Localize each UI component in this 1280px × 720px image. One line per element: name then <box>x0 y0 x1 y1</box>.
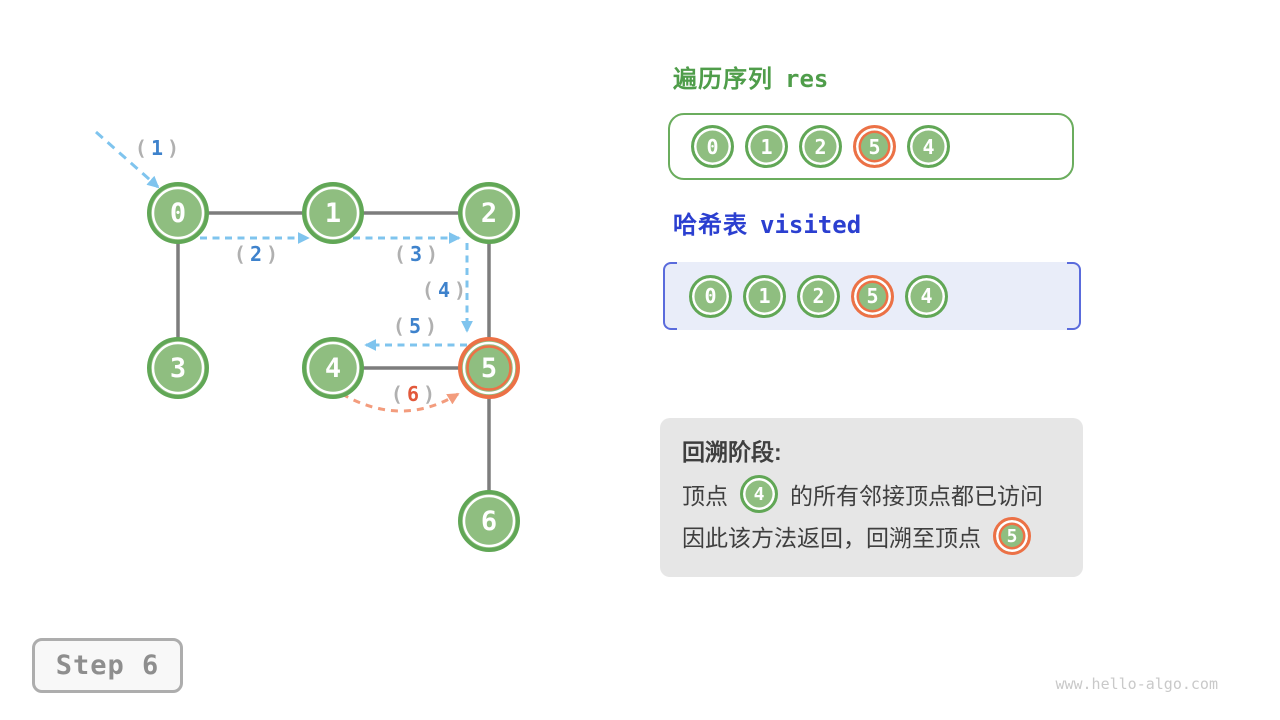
step-label-6: (6) <box>391 382 435 406</box>
res-sequence-box: 0 1 2 5 4 <box>668 113 1074 180</box>
step-badge: Step 6 <box>32 638 183 693</box>
info-line2-before: 顶点 <box>682 483 728 509</box>
node-6: 6 <box>458 490 520 552</box>
visited-item-0: 0 <box>689 274 732 318</box>
svg-text:3: 3 <box>170 353 186 384</box>
info-line2-after: 的所有邻接顶点都已访问 <box>790 483 1043 509</box>
info-line-2: 顶点 4 的所有邻接顶点都已访问 <box>682 473 1063 515</box>
graph-nodes: 0 1 2 3 4 5 <box>147 182 520 552</box>
res-item-4: 4 <box>907 125 950 168</box>
traversal-arrows <box>95 130 473 413</box>
res-item-1: 1 <box>745 125 788 168</box>
info-node-4-chip: 4 <box>740 475 778 513</box>
left-bracket-icon <box>663 262 677 330</box>
step-order-labels: (1) (2) (3) (4) (5) (6) <box>135 136 466 406</box>
svg-text:5: 5 <box>481 353 497 384</box>
backtrack-arrow-6 <box>341 392 460 413</box>
step-label-3: (3) <box>394 242 438 266</box>
watermark: www.hello-algo.com <box>1055 675 1218 693</box>
svg-text:4: 4 <box>325 353 341 384</box>
res-item-0: 0 <box>691 125 734 168</box>
node-0: 0 <box>147 182 209 244</box>
visited-item-3-highlighted: 5 <box>851 274 894 318</box>
step-label-2: (2) <box>234 242 278 266</box>
node-5-highlighted: 5 <box>458 337 520 399</box>
node-3: 3 <box>147 337 209 399</box>
visited-hash-box: 0 1 2 5 4 <box>663 262 1081 330</box>
svg-text:6: 6 <box>481 506 497 537</box>
res-title-cn: 遍历序列 <box>673 66 773 93</box>
res-item-2: 2 <box>799 125 842 168</box>
info-node-5-chip-highlighted: 5 <box>993 517 1031 555</box>
step-label-5: (5) <box>393 314 437 338</box>
node-2: 2 <box>458 182 520 244</box>
right-bracket-icon <box>1067 262 1081 330</box>
visited-panel-title: 哈希表 visited <box>673 205 861 240</box>
traversal-arrow-1 <box>95 130 160 189</box>
visited-item-1: 1 <box>743 274 786 318</box>
res-item-3-highlighted: 5 <box>853 125 896 168</box>
visited-item-4: 4 <box>905 274 948 318</box>
node-4: 4 <box>302 337 364 399</box>
node-1: 1 <box>302 182 364 244</box>
visited-title-cn: 哈希表 <box>673 212 748 239</box>
visited-item-2: 2 <box>797 274 840 318</box>
res-panel-title: 遍历序列 res <box>673 59 828 94</box>
info-line-3: 因此该方法返回，回溯至顶点 5 <box>682 515 1063 557</box>
svg-text:0: 0 <box>170 198 186 229</box>
info-title: 回溯阶段: <box>682 439 782 465</box>
step-label-1: (1) <box>135 136 179 160</box>
info-line3-before: 因此该方法返回，回溯至顶点 <box>682 525 981 551</box>
svg-text:1: 1 <box>325 198 341 229</box>
graph-canvas: (1) (2) (3) (4) (5) (6) 0 1 2 3 <box>95 130 520 552</box>
step-label-4: (4) <box>422 278 466 302</box>
backtrack-info-box: 回溯阶段: 顶点 4 的所有邻接顶点都已访问 因此该方法返回，回溯至顶点 5 <box>660 418 1083 577</box>
svg-text:2: 2 <box>481 198 497 229</box>
visited-title-code: visited <box>760 211 862 239</box>
res-title-code: res <box>785 65 829 93</box>
